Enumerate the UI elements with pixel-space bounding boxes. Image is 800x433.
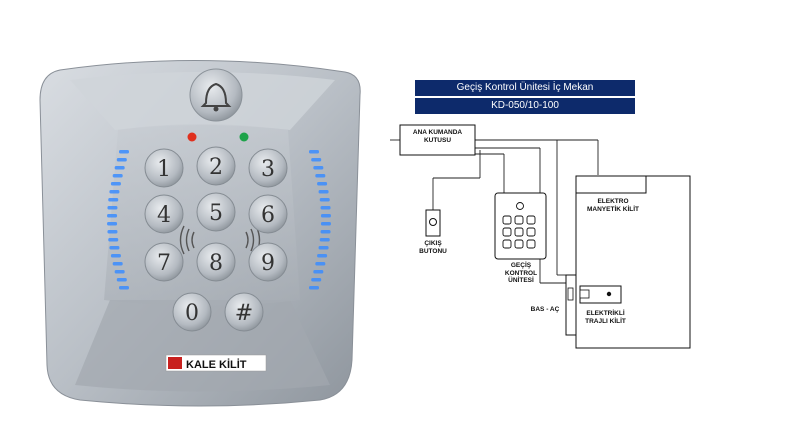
led-segment xyxy=(112,262,123,266)
key-hash[interactable]: # xyxy=(224,292,264,332)
door xyxy=(565,175,691,349)
key-6[interactable]: 6 xyxy=(248,194,288,234)
led-segment xyxy=(319,238,330,242)
key-5[interactable]: 5 xyxy=(196,192,236,232)
electric-lock-bolt xyxy=(579,289,590,299)
led-segment xyxy=(313,270,324,274)
control-box xyxy=(399,124,476,156)
unit-key xyxy=(526,227,536,237)
maglock-bar xyxy=(575,175,647,194)
key-label: 2 xyxy=(209,155,223,180)
key-label: 7 xyxy=(157,251,171,276)
brand-name: KALE KİLİT xyxy=(186,358,247,371)
led-segment xyxy=(320,206,331,210)
led-segment xyxy=(110,182,121,186)
led-segment xyxy=(318,246,329,250)
led-segment xyxy=(311,158,322,162)
key-label: 1 xyxy=(157,157,171,182)
led-segment xyxy=(320,222,331,226)
unit-key xyxy=(526,239,536,249)
keypad-device: 1 2 3 4 5 6 7 8 9 0 # KALE KİLİT xyxy=(39,59,361,407)
key-1[interactable]: 1 xyxy=(144,148,184,188)
led-segment xyxy=(116,278,127,282)
unit-key xyxy=(514,227,524,237)
strike-plate xyxy=(567,287,574,301)
unit-key xyxy=(502,239,512,249)
exit-button-icon xyxy=(429,218,437,226)
led-segment xyxy=(109,190,120,194)
led-segment xyxy=(108,238,119,242)
led-segment xyxy=(318,190,329,194)
brand-badge: KALE KİLİT xyxy=(165,354,267,372)
model-bar: KD-050/10-100 xyxy=(415,98,635,114)
red-indicator xyxy=(187,132,197,142)
led-segment xyxy=(317,182,328,186)
led-segment xyxy=(107,222,118,226)
key-9[interactable]: 9 xyxy=(248,242,288,282)
unit-key xyxy=(526,215,536,225)
led-segment xyxy=(110,254,121,258)
exit-button-device xyxy=(425,209,441,237)
nfc-icon-left xyxy=(179,225,195,255)
key-7[interactable]: 7 xyxy=(144,242,184,282)
led-segment xyxy=(317,254,328,258)
bell-icon xyxy=(200,82,232,112)
lock-cylinder-icon xyxy=(606,291,612,297)
access-control-unit xyxy=(494,192,547,260)
led-segment xyxy=(114,270,125,274)
key-label: 9 xyxy=(261,251,275,276)
access-unit-label: GEÇİŞ KONTROL ÜNİTESİ xyxy=(504,262,538,284)
led-segment xyxy=(114,166,125,170)
key-label: 8 xyxy=(209,251,223,276)
key-2[interactable]: 2 xyxy=(196,146,236,186)
green-indicator xyxy=(239,132,249,142)
led-strip-right xyxy=(309,150,331,290)
led-segment xyxy=(313,166,324,170)
maglock-label: ELEKTRO MANYETİK KİLİT xyxy=(587,198,639,213)
led-segment xyxy=(309,286,319,290)
led-strip-left xyxy=(107,150,129,290)
key-label: # xyxy=(235,301,253,326)
electric-lock-label: ELEKTRİKLİ TRAJLI KİLİT xyxy=(585,310,626,325)
led-segment xyxy=(116,158,127,162)
key-8[interactable]: 8 xyxy=(196,242,236,282)
led-segment xyxy=(320,214,331,218)
unit-key xyxy=(502,227,512,237)
unit-keypad xyxy=(502,215,536,249)
led-segment xyxy=(319,198,330,202)
title-bar: Geçiş Kontrol Ünitesi İç Mekan xyxy=(415,80,635,96)
led-segment xyxy=(107,230,118,234)
key-label: 0 xyxy=(185,301,199,326)
key-label: 3 xyxy=(261,157,275,182)
led-segment xyxy=(119,150,129,154)
control-box-label: ANA KUMANDA KUTUSU xyxy=(412,129,463,144)
led-segment xyxy=(309,150,319,154)
key-label: 4 xyxy=(157,203,171,228)
led-segment xyxy=(107,206,118,210)
exit-button-label: ÇIKIŞ BUTONU xyxy=(419,240,447,255)
led-segment xyxy=(315,174,326,178)
frame-strip xyxy=(565,274,577,336)
unit-key xyxy=(514,239,524,249)
led-segment xyxy=(109,246,120,250)
bell-button[interactable] xyxy=(189,68,243,122)
key-0[interactable]: 0 xyxy=(172,292,212,332)
led-segment xyxy=(315,262,326,266)
unit-key xyxy=(502,215,512,225)
led-segment xyxy=(112,174,123,178)
keypad: 1 2 3 4 5 6 7 8 9 0 # xyxy=(144,146,288,332)
key-4[interactable]: 4 xyxy=(144,194,184,234)
brand-logo-icon xyxy=(168,357,182,369)
push-open-label: BAS - AÇ xyxy=(530,306,560,313)
led-segment xyxy=(320,230,331,234)
key-label: 5 xyxy=(209,201,223,226)
led-segment xyxy=(119,286,129,290)
led-segment xyxy=(311,278,322,282)
led-segment xyxy=(108,198,119,202)
key-label: 6 xyxy=(261,203,275,228)
unit-key xyxy=(514,215,524,225)
led-segment xyxy=(107,214,118,218)
key-3[interactable]: 3 xyxy=(248,148,288,188)
